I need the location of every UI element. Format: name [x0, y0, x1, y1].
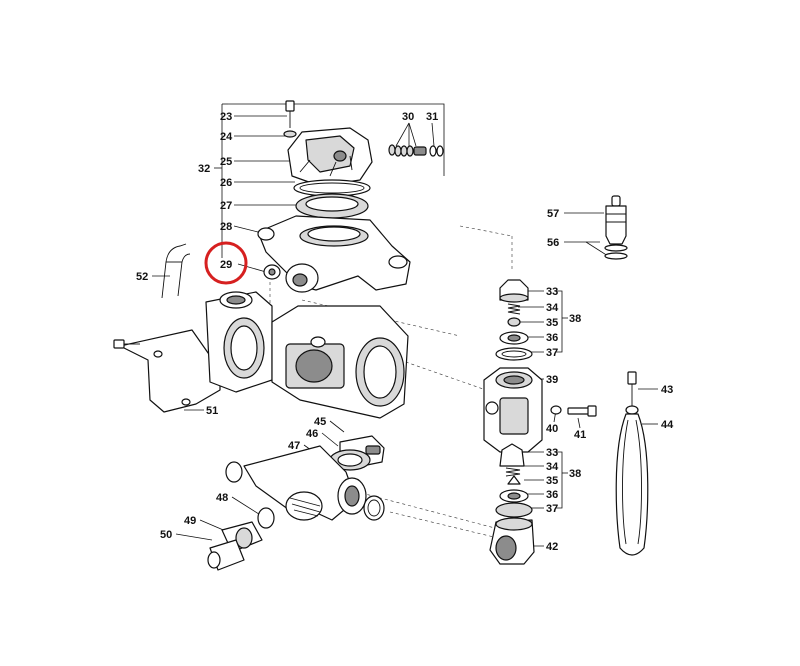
plug-part	[604, 195, 628, 260]
callout-36-lower: 36	[546, 489, 558, 501]
callout-38-lower: 38	[569, 468, 581, 480]
callout-35-upper: 35	[546, 317, 558, 329]
callout-46: 46	[306, 428, 318, 440]
callout-37-lower: 37	[546, 503, 558, 515]
callout-41: 41	[574, 429, 586, 441]
pump-head-assembly	[257, 100, 411, 293]
callout-25: 25	[220, 156, 232, 168]
callout-29: 29	[220, 259, 232, 271]
callout-50: 50	[160, 529, 172, 541]
callout-34-upper: 34	[546, 302, 559, 314]
callout-56: 56	[547, 237, 559, 249]
highlight-circle	[204, 241, 248, 285]
callout-52: 52	[136, 271, 148, 283]
callout-labels: 23 24 25 26 27 28 29 30 31 32 33 34 35 3…	[136, 111, 674, 553]
callout-33-lower: 33	[546, 447, 558, 459]
callout-32: 32	[198, 163, 210, 175]
callout-30: 30	[402, 111, 414, 123]
valve-stem-parts	[388, 144, 444, 157]
valve-stack	[483, 279, 597, 565]
callout-39: 39	[546, 374, 558, 386]
dipstick-part	[615, 371, 649, 556]
leader-lines	[152, 103, 658, 547]
callout-51: 51	[206, 405, 218, 417]
main-pump-body	[113, 291, 409, 419]
manifold-assembly	[207, 435, 385, 571]
callout-27: 27	[220, 200, 232, 212]
callout-24: 24	[220, 131, 233, 143]
callout-26: 26	[220, 177, 232, 189]
callout-48: 48	[216, 492, 228, 504]
callout-40: 40	[546, 423, 558, 435]
callout-43: 43	[661, 384, 673, 396]
callout-42: 42	[546, 541, 558, 553]
callout-36-upper: 36	[546, 332, 558, 344]
callout-44: 44	[661, 419, 674, 431]
callout-23: 23	[220, 111, 232, 123]
callout-49: 49	[184, 515, 196, 527]
callout-57: 57	[547, 208, 559, 220]
callout-31: 31	[426, 111, 438, 123]
callout-45: 45	[314, 416, 326, 428]
callout-37-upper: 37	[546, 347, 558, 359]
callout-33-upper: 33	[546, 286, 558, 298]
callout-47: 47	[288, 440, 300, 452]
bent-rod	[161, 243, 191, 299]
callout-34-lower: 34	[546, 461, 559, 473]
callout-28: 28	[220, 221, 232, 233]
callout-38-upper: 38	[569, 313, 581, 325]
callout-35-lower: 35	[546, 475, 558, 487]
